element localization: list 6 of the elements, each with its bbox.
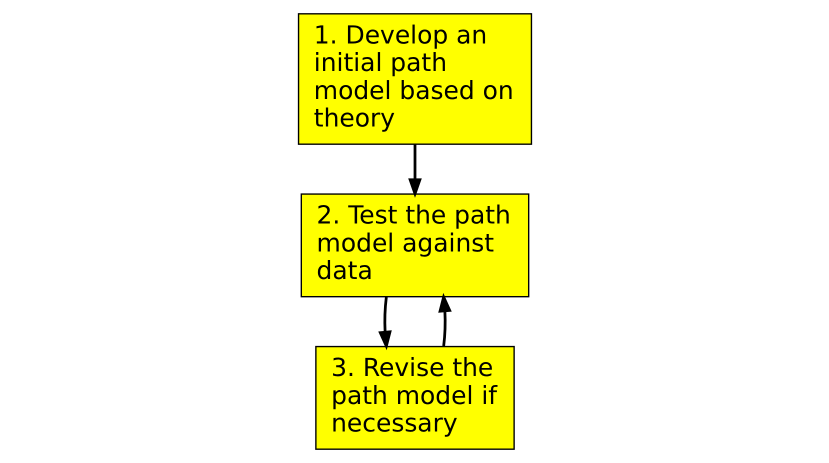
arrow — [408, 144, 422, 198]
arrow — [378, 296, 392, 350]
arrow — [438, 292, 452, 346]
node-box: 1. Develop an initial path model based on theory — [297, 13, 532, 145]
node-box: 3. Revise the path model if necessary — [314, 346, 514, 450]
node-box: 2. Test the path model against data — [300, 193, 529, 298]
